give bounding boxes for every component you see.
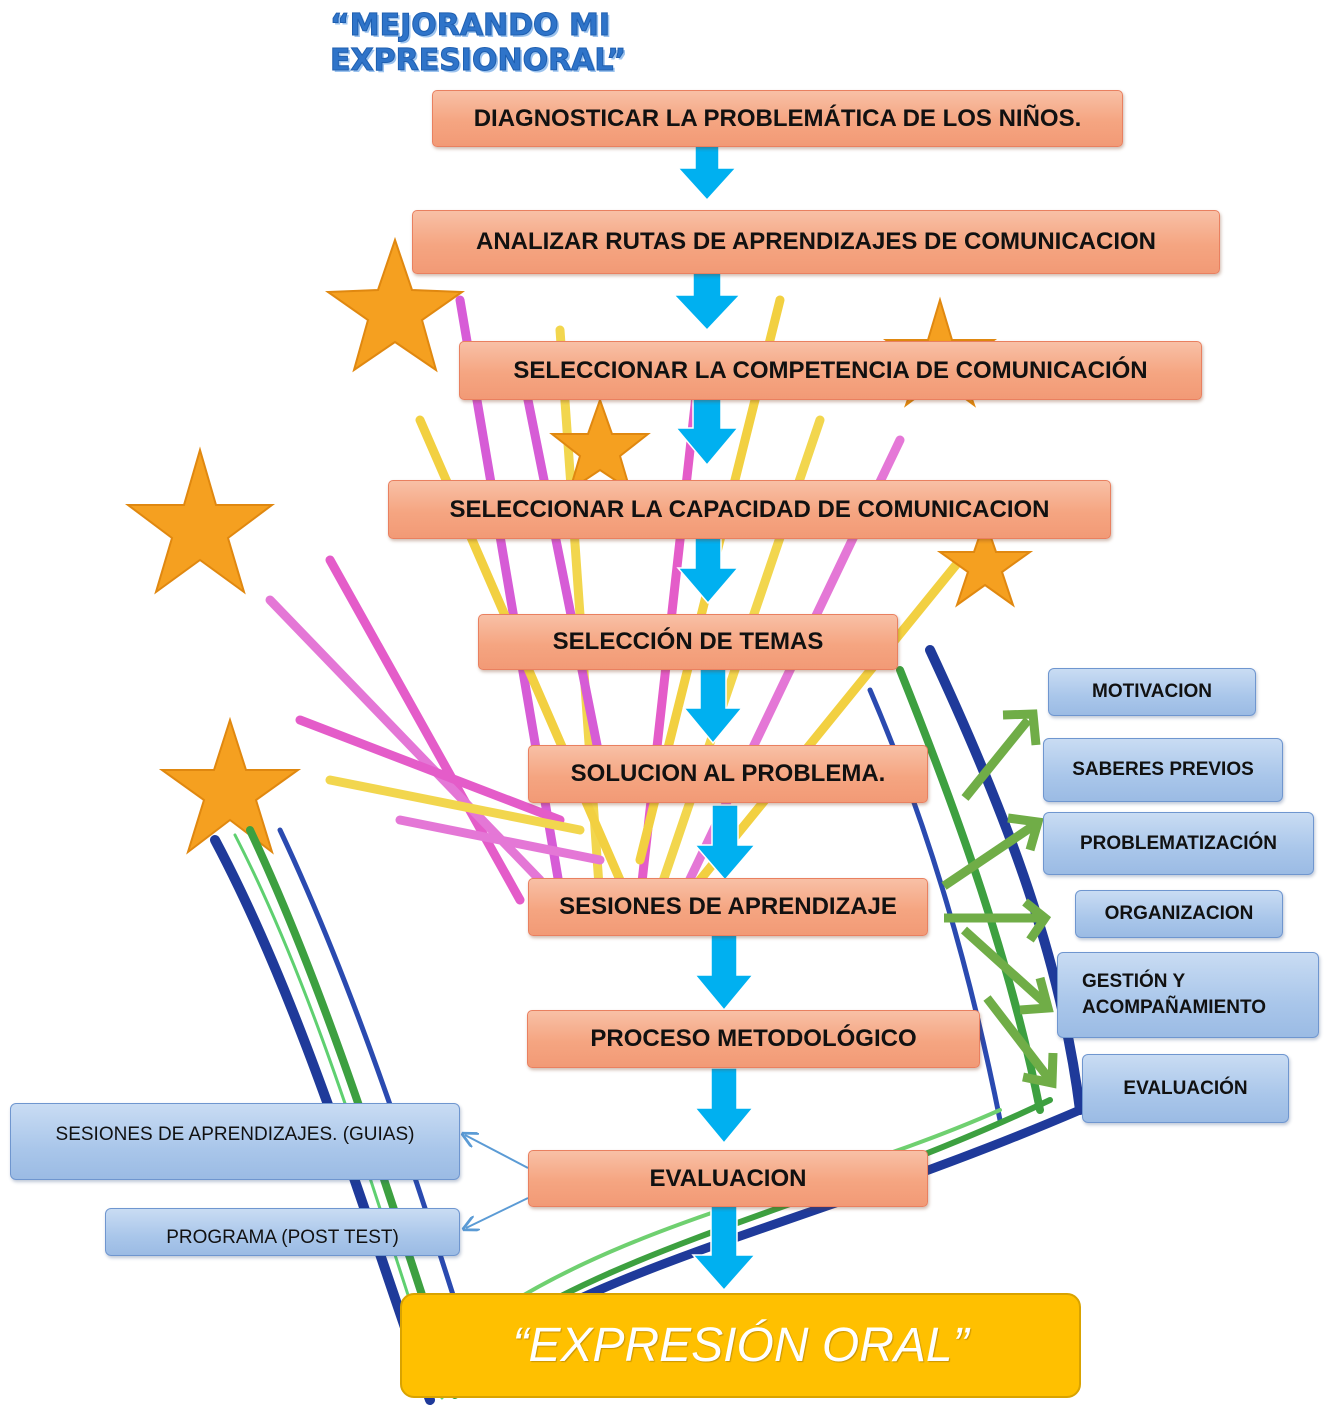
step-diagnosticar: DIAGNOSTICAR LA PROBLEMÁTICA DE LOS NIÑO… <box>432 90 1123 147</box>
part-motivacion: MOTIVACION <box>1048 668 1256 716</box>
part-saberes-previos: SABERES PREVIOS <box>1043 738 1283 802</box>
result-expresion-oral: “EXPRESIÓN ORAL” <box>400 1293 1081 1398</box>
part-gestion-acompanamiento: GESTIÓN Y ACOMPAÑAMIENTO <box>1057 952 1319 1038</box>
step-seleccionar-competencia: SELECCIONAR LA COMPETENCIA DE COMUNICACI… <box>459 341 1202 400</box>
part-evaluacion: EVALUACIÓN <box>1082 1054 1289 1123</box>
step-seleccion-temas: SELECCIÓN DE TEMAS <box>478 614 898 670</box>
step-solucion-problema: SOLUCION AL PROBLEMA. <box>528 745 928 803</box>
output-sesiones-guias: SESIONES DE APRENDIZAJES. (GUIAS) <box>10 1103 460 1180</box>
output-programa-post-test: PROGRAMA (POST TEST) <box>105 1208 460 1256</box>
step-seleccionar-capacidad: SELECCIONAR LA CAPACIDAD DE COMUNICACION <box>388 480 1111 539</box>
part-problematizacion: PROBLEMATIZACIÓN <box>1043 812 1314 875</box>
page-title: “MEJORANDO MI EXPRESIONORAL” <box>330 8 627 79</box>
step-sesiones-aprendizaje: SESIONES DE APRENDIZAJE <box>528 878 928 936</box>
step-analizar-rutas: ANALIZAR RUTAS DE APRENDIZAJES DE COMUNI… <box>412 210 1220 274</box>
part-organizacion: ORGANIZACION <box>1075 890 1283 938</box>
step-proceso-metodologico: PROCESO METODOLÓGICO <box>527 1010 980 1068</box>
step-evaluacion: EVALUACION <box>528 1150 928 1207</box>
